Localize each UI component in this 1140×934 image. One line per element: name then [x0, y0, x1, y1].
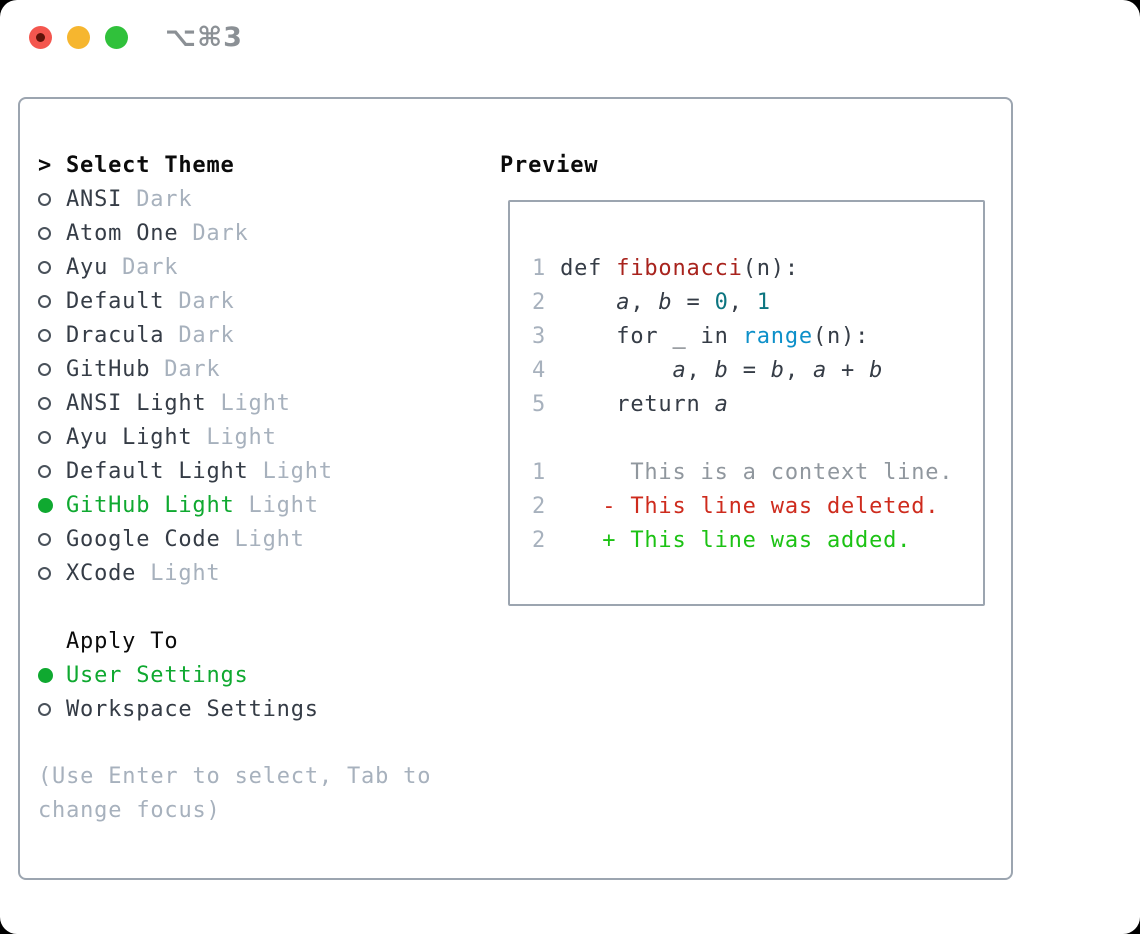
theme-option[interactable]: Ayu Dark [38, 250, 333, 284]
select-theme-header: > Select Theme [38, 148, 333, 182]
code-line: 2 - This line was deleted. [532, 494, 940, 519]
theme-variant: Dark [178, 322, 235, 348]
apply-to-option-label: Workspace Settings [66, 696, 319, 722]
apply-to-option[interactable]: User Settings [38, 658, 319, 692]
code-line: 1 This is a context line. [532, 460, 954, 485]
apply-to-title: Apply To [66, 628, 179, 654]
theme-option[interactable]: GitHub Light Light [38, 488, 333, 522]
radio-icon [38, 362, 51, 376]
theme-name: Dracula [66, 322, 165, 348]
radio-icon [38, 226, 51, 240]
theme-name: Ayu Light [66, 424, 193, 450]
radio-icon [38, 464, 51, 478]
titlebar: ⌥⌘3 [0, 0, 1140, 75]
maximize-button[interactable] [105, 26, 128, 49]
theme-variant: Light [150, 560, 221, 586]
radio-icon [38, 430, 51, 444]
radio-icon [38, 328, 51, 342]
theme-variant: Dark [136, 186, 193, 212]
theme-option[interactable]: GitHub Dark [38, 352, 333, 386]
theme-name: Ayu [66, 254, 109, 280]
radio-icon [38, 702, 51, 716]
radio-selected-icon [38, 667, 53, 683]
radio-icon [38, 396, 51, 410]
theme-option[interactable]: Ayu Light Light [38, 420, 333, 454]
theme-variant: Dark [178, 288, 235, 314]
theme-variant: Light [248, 492, 319, 518]
code-line: 3 for _ in range(n): [532, 324, 870, 349]
theme-option[interactable]: ANSI Dark [38, 182, 333, 216]
theme-variant: Dark [164, 356, 221, 382]
preview-heading: Preview [500, 152, 599, 178]
theme-variant: Light [206, 424, 277, 450]
theme-name: ANSI [66, 186, 123, 212]
code-line: 2 + This line was added. [532, 528, 912, 553]
radio-icon [38, 192, 51, 206]
radio-icon [38, 294, 51, 308]
code-line: 2 a, b = 0, 1 [532, 290, 771, 315]
theme-variant: Light [262, 458, 333, 484]
apply-to-header: Apply To [38, 624, 319, 658]
radio-icon [38, 566, 51, 580]
theme-variant: Dark [122, 254, 179, 280]
theme-name: Google Code [66, 526, 221, 552]
theme-name: Default Light [66, 458, 249, 484]
theme-name: Default [66, 288, 165, 314]
theme-option[interactable]: Default Dark [38, 284, 333, 318]
theme-name: GitHub [66, 356, 151, 382]
apply-to-option-label: User Settings [66, 662, 249, 688]
code-preview: 1 def fibonacci(n): 2 a, b = 0, 1 3 for _ … [532, 252, 953, 558]
theme-option[interactable]: Default Light Light [38, 454, 333, 488]
theme-option[interactable]: XCode Light [38, 556, 333, 590]
theme-option[interactable]: ANSI Light Light [38, 386, 333, 420]
theme-option[interactable]: Atom One Dark [38, 216, 333, 250]
code-line: 5 return a [532, 392, 729, 417]
prompt-icon: > [38, 152, 52, 178]
theme-name: Atom One [66, 220, 179, 246]
radio-selected-icon [38, 497, 53, 513]
apply-to-option[interactable]: Workspace Settings [38, 692, 319, 726]
theme-variant: Dark [192, 220, 249, 246]
theme-name: XCode [66, 560, 137, 586]
code-line [532, 422, 953, 456]
unsaved-changes-dot-icon [36, 33, 45, 42]
theme-variant: Light [220, 390, 291, 416]
window-title: ⌥⌘3 [165, 22, 243, 53]
theme-name: GitHub Light [66, 492, 235, 518]
radio-icon [38, 260, 51, 274]
select-theme-title: Select Theme [66, 152, 235, 178]
theme-variant: Light [234, 526, 305, 552]
preview-box: 1 def fibonacci(n): 2 a, b = 0, 1 3 for _ … [508, 200, 985, 606]
theme-option[interactable]: Google Code Light [38, 522, 333, 556]
theme-option[interactable]: Dracula Dark [38, 318, 333, 352]
close-button[interactable] [29, 26, 52, 49]
help-text: (Use Enter to select, Tab to change focu… [38, 764, 432, 823]
radio-icon [38, 532, 51, 546]
code-line: 4 a, b = b, a + b [532, 358, 884, 383]
theme-name: ANSI Light [66, 390, 207, 416]
minimize-button[interactable] [67, 26, 90, 49]
code-line: 1 def fibonacci(n): [532, 256, 799, 281]
